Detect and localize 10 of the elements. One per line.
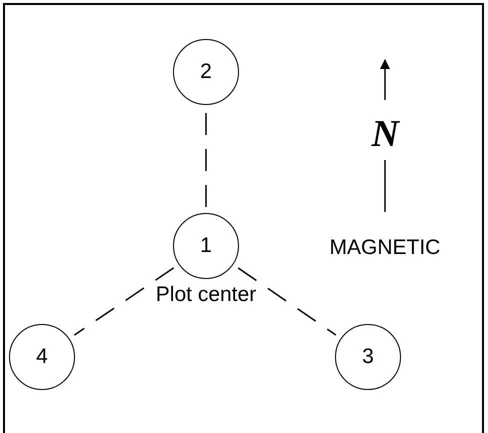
dashed-line	[74, 267, 174, 336]
plot-number: 2	[200, 60, 212, 84]
plot-caption: Plot center	[154, 282, 258, 307]
plot-number: 3	[362, 345, 374, 369]
dashed-line	[205, 111, 207, 207]
magnetic-label: MAGNETIC	[330, 236, 440, 260]
north-symbol: N	[372, 112, 399, 156]
dashed-line	[238, 267, 336, 336]
plot-number: 4	[36, 345, 48, 369]
plot-number: 1	[200, 234, 212, 258]
